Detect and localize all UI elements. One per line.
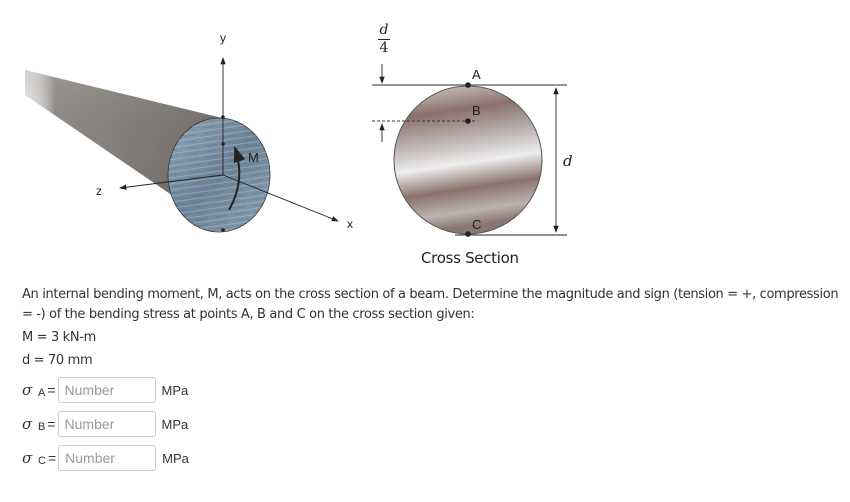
point-b-label: B <box>472 103 481 118</box>
cross-section-caption: Cross Section <box>421 249 519 267</box>
answer-row-c: σ C = MPa <box>22 443 189 473</box>
subscript-b: B <box>38 421 46 433</box>
cross-section-circle <box>393 85 543 235</box>
sigma-symbol: σ <box>22 381 33 399</box>
point-c-label: C <box>472 217 482 232</box>
given-moment: M = 3 kN-m <box>22 330 96 345</box>
subscript-a: A <box>38 387 46 399</box>
sigma-b-input[interactable] <box>57 411 156 437</box>
point-a-label: A <box>472 67 481 82</box>
z-axis <box>119 174 224 190</box>
answer-row-b: σ B = MPa <box>22 409 188 439</box>
given-diameter: d = 70 mm <box>22 353 93 368</box>
x-axis <box>222 174 339 222</box>
moment-label: M <box>248 150 259 165</box>
z-axis-label: z <box>96 184 102 198</box>
beam-diagram <box>25 57 567 237</box>
unit-c: MPa <box>162 450 189 466</box>
subscript-c: C <box>38 455 46 467</box>
point-a <box>465 82 471 88</box>
sigma-c-input[interactable] <box>58 445 157 471</box>
sigma-symbol: σ <box>22 415 33 433</box>
problem-figure: y z x M d 4 d A B C Cross Section <box>25 22 573 267</box>
unit-a: MPa <box>161 382 189 398</box>
problem-statement: An internal bending moment, M, acts on t… <box>22 287 839 322</box>
sigma-a-input[interactable] <box>57 377 156 403</box>
sigma-symbol: σ <box>22 449 33 467</box>
point-c <box>465 231 471 237</box>
unit-b: MPa <box>161 416 189 432</box>
moment-arrow-icon <box>228 146 246 211</box>
diameter-label: d <box>563 152 573 170</box>
d-over-4-label: d 4 <box>378 22 390 56</box>
x-axis-label: x <box>347 217 353 231</box>
y-axis-label: y <box>220 31 226 45</box>
point-b <box>465 118 471 124</box>
answer-row-a: σ A = MPa <box>22 375 188 405</box>
